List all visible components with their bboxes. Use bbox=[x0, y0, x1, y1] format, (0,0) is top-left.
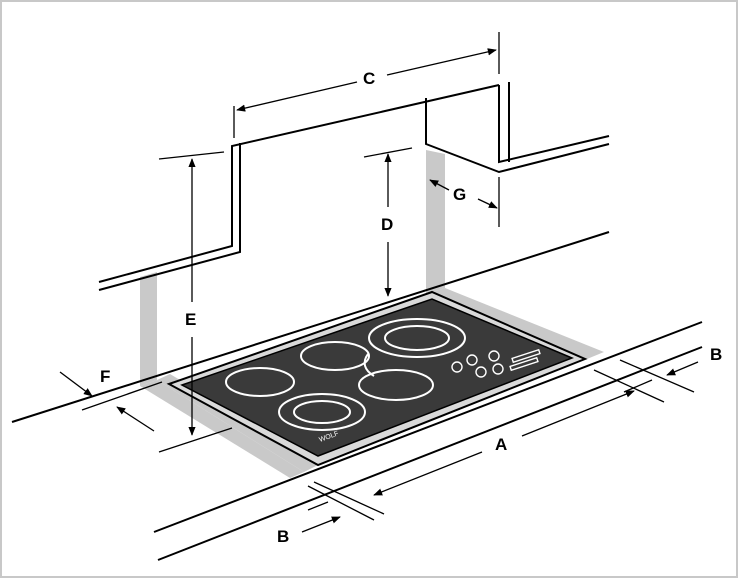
burner-back-right-outer bbox=[368, 318, 466, 358]
left-cabinet-inner bbox=[98, 143, 241, 291]
dimension-label-g: G bbox=[453, 185, 466, 204]
burner-back-right-inner bbox=[384, 325, 450, 351]
dimension-d-extension-top bbox=[363, 147, 413, 158]
dimension-b-right-line bbox=[666, 361, 699, 376]
right-cabinet-outline bbox=[498, 85, 610, 164]
burner-left bbox=[225, 367, 295, 397]
control-button bbox=[492, 363, 504, 375]
range-hood-opening bbox=[425, 98, 610, 174]
dimension-a-extension-left bbox=[313, 481, 385, 515]
burner-back-left bbox=[300, 341, 370, 371]
dimension-b-front-line-upper bbox=[307, 501, 329, 511]
left-depth-clearance-band bbox=[140, 380, 304, 478]
dimension-e-extension-top bbox=[158, 151, 225, 160]
control-panel bbox=[451, 348, 541, 378]
dimension-label-c: C bbox=[363, 69, 375, 88]
dimension-c-line-right bbox=[386, 48, 497, 76]
dimension-c-line-left bbox=[236, 81, 358, 112]
left-side-clearance-band bbox=[140, 272, 157, 386]
burner-front-right-outer bbox=[358, 369, 434, 401]
right-side-clearance-band bbox=[426, 150, 445, 294]
dimension-label-b-right: B bbox=[710, 345, 722, 364]
control-slider bbox=[511, 348, 541, 364]
cooktop: WOLF bbox=[166, 290, 588, 467]
dimension-label-a: A bbox=[495, 435, 507, 454]
wall-cabinets bbox=[11, 82, 610, 423]
dimension-label-d: D bbox=[381, 215, 393, 234]
burner-front-left-inner bbox=[293, 400, 351, 424]
dimension-label-e: E bbox=[185, 310, 196, 329]
dimension-label-b-front: B bbox=[277, 527, 289, 546]
dimension-a-line-left bbox=[373, 451, 483, 496]
dimension-f-extension bbox=[81, 381, 163, 411]
dimension-b-front-line bbox=[301, 516, 341, 533]
dimension-lines bbox=[59, 32, 699, 533]
dimension-b-right-line-lower bbox=[623, 379, 653, 393]
burners bbox=[225, 318, 466, 431]
dimension-a-line-right bbox=[521, 390, 635, 437]
dimension-f-line-top bbox=[59, 371, 93, 397]
control-button bbox=[451, 361, 463, 373]
backsplash-line bbox=[11, 231, 610, 423]
bridge-connector bbox=[363, 353, 375, 377]
dimension-label-f: F bbox=[100, 367, 110, 386]
left-cabinet-outline bbox=[98, 84, 500, 283]
countertop-front-edge-bottom bbox=[157, 346, 703, 561]
control-button bbox=[488, 350, 500, 362]
dimension-a-extension-right bbox=[593, 369, 665, 403]
dimension-e-extension-bottom bbox=[158, 427, 233, 453]
dimension-b-front-extension bbox=[307, 485, 375, 521]
dimension-b-right-extension-top bbox=[619, 359, 695, 393]
control-button bbox=[466, 354, 478, 366]
dimension-g-line-right bbox=[477, 198, 498, 209]
dimension-g-line-left bbox=[429, 179, 450, 191]
back-clearance-band bbox=[426, 288, 604, 359]
dimension-labels: C D E G F A B B bbox=[100, 69, 722, 546]
burner-front-left-outer bbox=[278, 393, 366, 431]
dimension-f-line-bottom bbox=[116, 406, 155, 432]
control-button bbox=[475, 366, 487, 378]
countertop-front-edge-top bbox=[153, 321, 703, 533]
countertop bbox=[153, 321, 703, 561]
control-slider bbox=[509, 356, 539, 372]
